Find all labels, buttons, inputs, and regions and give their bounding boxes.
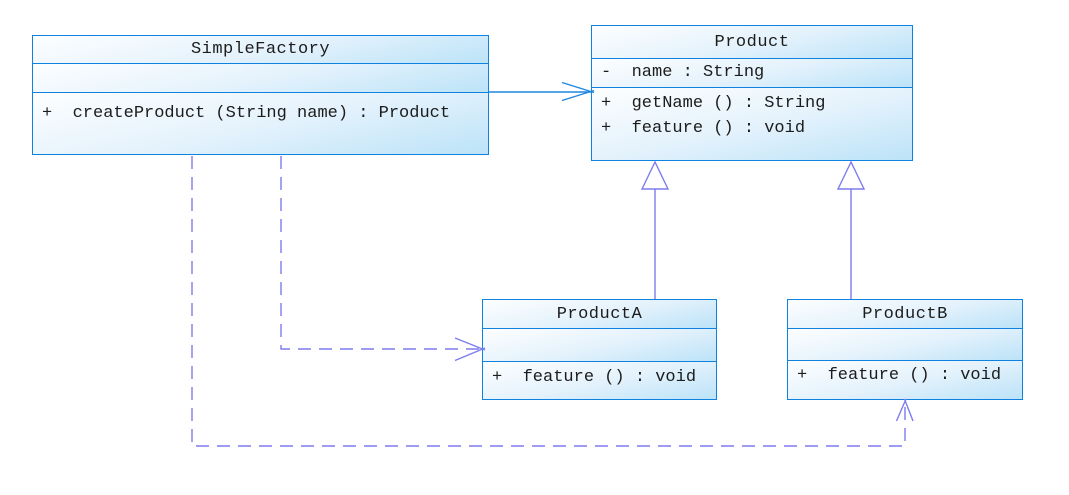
methods-compartment: + getName () : String + feature () : voi… xyxy=(592,87,912,160)
hollow-triangle-arrowhead-icon xyxy=(640,160,670,190)
class-box-product: Product - name : String + getName () : S… xyxy=(591,25,913,161)
class-attribute: - name : String xyxy=(601,63,765,82)
dependency-line xyxy=(280,156,479,350)
class-name-productb: ProductB xyxy=(788,300,1022,328)
methods-compartment: + feature () : void xyxy=(483,361,716,399)
open-arrowhead-icon xyxy=(895,398,914,422)
class-method: + feature () : void xyxy=(492,368,697,387)
hollow-triangle-arrowhead-icon xyxy=(836,160,866,190)
attributes-compartment: - name : String xyxy=(592,58,912,87)
association-simplefactory-product xyxy=(489,81,595,102)
class-method: + getName () : String xyxy=(601,94,826,113)
generalization-producta-product xyxy=(640,160,670,299)
open-arrowhead-icon xyxy=(454,337,486,362)
class-box-productb: ProductB + feature () : void xyxy=(787,299,1023,400)
attributes-compartment xyxy=(788,328,1022,360)
attributes-compartment xyxy=(33,63,488,92)
class-box-simplefactory: SimpleFactory + createProduct (String na… xyxy=(32,35,489,155)
open-arrowhead-icon xyxy=(561,81,595,102)
class-name-simplefactory: SimpleFactory xyxy=(33,36,488,63)
generalization-productb-product xyxy=(836,160,866,299)
class-method: + feature () : void xyxy=(797,366,1002,385)
class-box-producta: ProductA + feature () : void xyxy=(482,299,717,400)
dependency-simplefactory-producta xyxy=(280,156,486,362)
attributes-compartment xyxy=(483,328,716,361)
class-method: + createProduct (String name) : Product xyxy=(42,104,451,123)
class-name-product: Product xyxy=(592,26,912,58)
class-method: + feature () : void xyxy=(601,119,806,138)
methods-compartment: + createProduct (String name) : Product xyxy=(33,92,488,154)
class-name-producta: ProductA xyxy=(483,300,716,328)
methods-compartment: + feature () : void xyxy=(788,360,1022,399)
